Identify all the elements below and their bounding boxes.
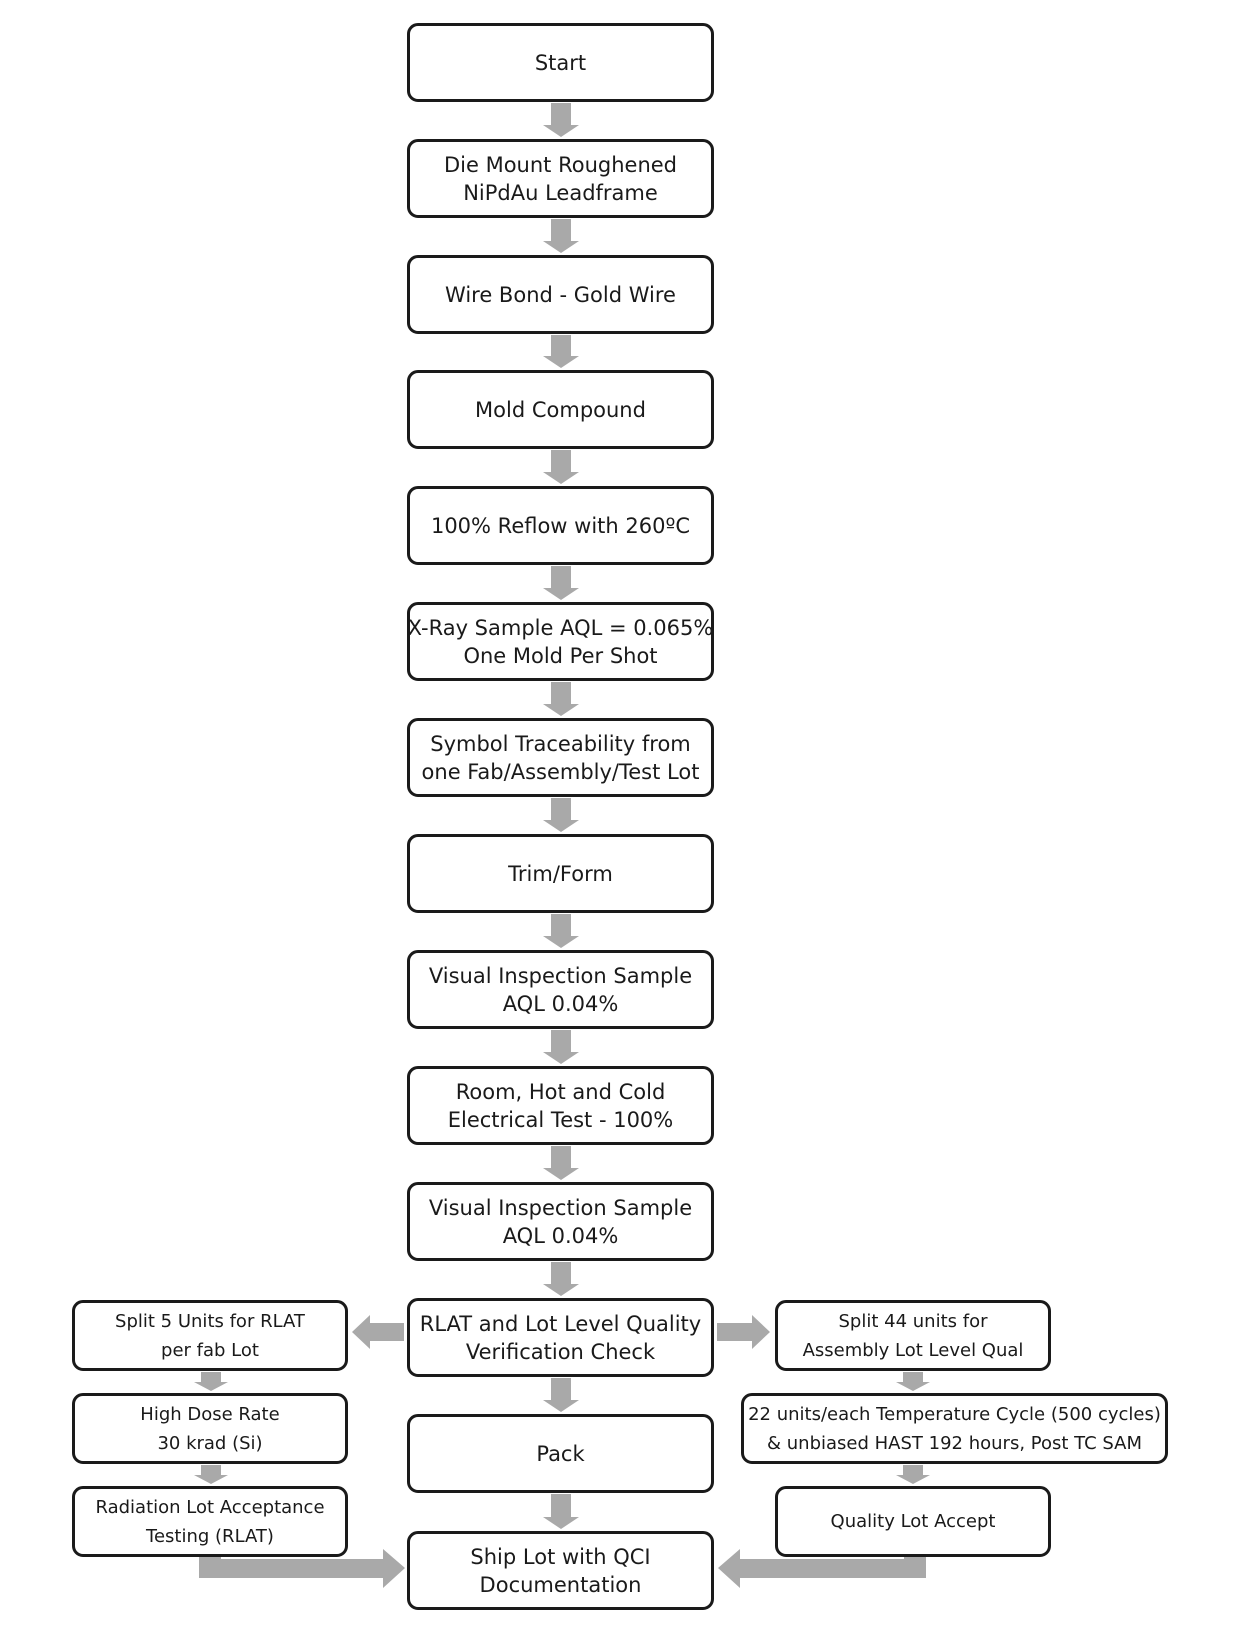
step-label: Radiation Lot Acceptance [95, 1496, 325, 1518]
step-visual-inspection-1: Visual Inspection Sample AQL 0.04% [407, 950, 714, 1029]
left-radiation-acceptance: Radiation Lot Acceptance Testing (RLAT) [72, 1486, 348, 1557]
arrow-down [896, 1372, 930, 1391]
step-start: Start [407, 23, 714, 102]
step-label: Split 44 units for [838, 1310, 988, 1332]
arrow-down [543, 798, 579, 832]
step-ship-lot: Ship Lot with QCI Documentation [407, 1531, 714, 1610]
arrow-down [543, 1378, 579, 1412]
step-visual-inspection-2: Visual Inspection Sample AQL 0.04% [407, 1182, 714, 1261]
step-label: 100% Reflow with 260ºC [430, 513, 691, 538]
step-label: Ship Lot with QCI [470, 1544, 651, 1569]
step-label: Documentation [479, 1572, 642, 1597]
step-die-mount: Die Mount Roughened NiPdAu Leadframe [407, 139, 714, 218]
step-label: Wire Bond - Gold Wire [445, 282, 676, 307]
step-rlat-quality-check: RLAT and Lot Level Quality Verification … [407, 1298, 714, 1377]
step-label: one Fab/Assembly/Test Lot [421, 759, 700, 784]
arrow-down [543, 219, 579, 253]
step-electrical-test: Room, Hot and Cold Electrical Test - 100… [407, 1066, 714, 1145]
step-reflow: 100% Reflow with 260ºC [407, 486, 714, 565]
step-label: 22 units/each Temperature Cycle (500 cyc… [748, 1403, 1161, 1425]
arrow-down [896, 1465, 930, 1484]
step-label: Die Mount Roughened [443, 152, 678, 177]
step-label: Start [534, 50, 587, 75]
step-label: X-Ray Sample AQL = 0.065% [407, 615, 714, 640]
right-quality-lot-accept: Quality Lot Accept [775, 1486, 1051, 1557]
step-label: Room, Hot and Cold [455, 1079, 666, 1104]
step-label: RLAT and Lot Level Quality [419, 1311, 702, 1336]
arrow-left [352, 1315, 404, 1349]
arrow-elbow-right [718, 1549, 926, 1588]
arrow-down [194, 1372, 228, 1391]
step-label: per fab Lot [161, 1339, 259, 1361]
arrow-down [543, 682, 579, 716]
arrow-down [543, 1030, 579, 1064]
arrow-down [543, 1262, 579, 1296]
step-xray-sample: X-Ray Sample AQL = 0.065% One Mold Per S… [407, 602, 714, 681]
step-label: AQL 0.04% [502, 991, 619, 1016]
step-label: Quality Lot Accept [830, 1511, 996, 1532]
step-trim-form: Trim/Form [407, 834, 714, 913]
step-label: Verification Check [465, 1339, 656, 1364]
arrow-down [543, 1494, 579, 1529]
left-split-rlat: Split 5 Units for RLAT per fab Lot [72, 1300, 348, 1371]
step-label: Mold Compound [475, 397, 646, 422]
arrow-right [717, 1315, 770, 1349]
step-label: & unbiased HAST 192 hours, Post TC SAM [767, 1432, 1142, 1454]
step-label: NiPdAu Leadframe [463, 180, 658, 205]
step-label: Pack [536, 1441, 585, 1466]
step-label: Symbol Traceability from [430, 731, 691, 756]
step-label: Split 5 Units for RLAT [115, 1310, 305, 1332]
arrow-down [543, 1146, 579, 1180]
step-label: Electrical Test - 100% [447, 1107, 674, 1132]
step-pack: Pack [407, 1414, 714, 1493]
right-split-assembly-qual: Split 44 units for Assembly Lot Level Qu… [775, 1300, 1051, 1371]
step-label: 30 krad (Si) [157, 1432, 263, 1454]
step-wire-bond: Wire Bond - Gold Wire [407, 255, 714, 334]
arrow-elbow-left [199, 1549, 405, 1588]
step-label: Testing (RLAT) [146, 1525, 274, 1547]
arrow-down [543, 335, 579, 368]
arrow-down [543, 914, 579, 948]
step-label: High Dose Rate [140, 1403, 280, 1425]
arrow-down [194, 1465, 228, 1484]
step-label: Visual Inspection Sample [428, 1195, 693, 1220]
step-label: One Mold Per Shot [463, 643, 658, 668]
arrow-down [543, 566, 579, 600]
step-label: Assembly Lot Level Qual [802, 1339, 1024, 1361]
step-symbol-traceability: Symbol Traceability from one Fab/Assembl… [407, 718, 714, 797]
left-high-dose-rate: High Dose Rate 30 krad (Si) [72, 1393, 348, 1464]
step-label: Visual Inspection Sample [428, 963, 693, 988]
step-label: Trim/Form [508, 861, 613, 886]
step-mold-compound: Mold Compound [407, 370, 714, 449]
right-temp-cycle-hast: 22 units/each Temperature Cycle (500 cyc… [741, 1393, 1168, 1464]
arrow-down [543, 103, 579, 137]
step-label: AQL 0.04% [502, 1223, 619, 1248]
arrow-down [543, 450, 579, 484]
